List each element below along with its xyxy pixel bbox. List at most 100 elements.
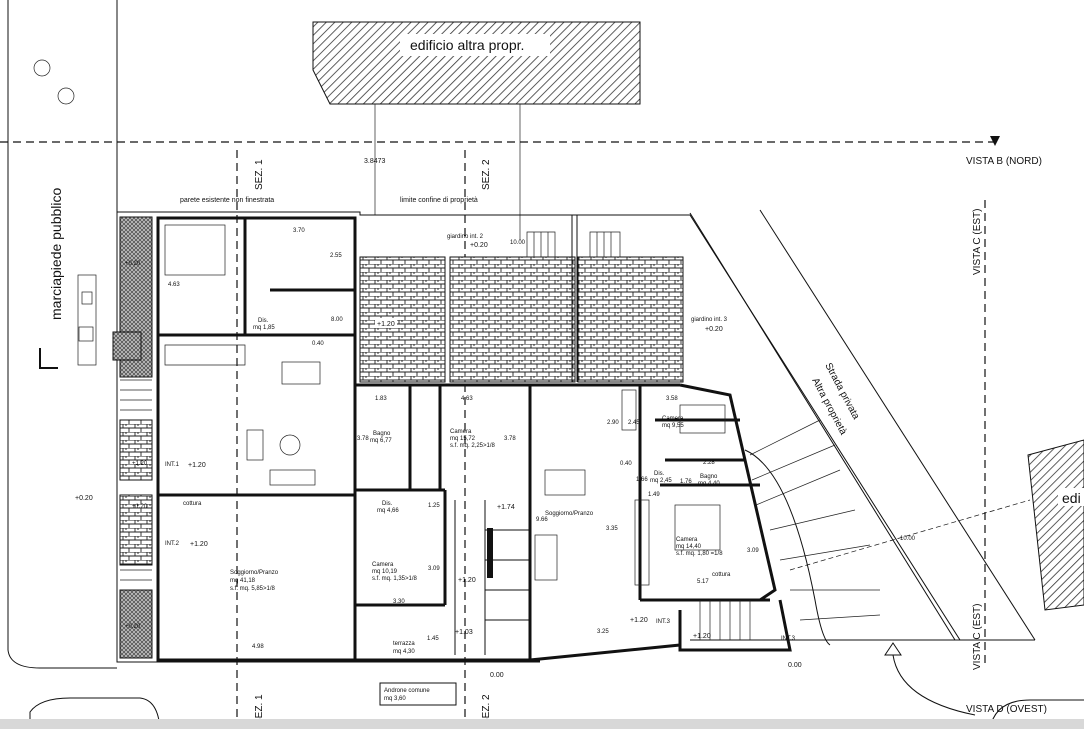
plan-label: Camera — [676, 537, 698, 543]
androne-label: Androne comune — [384, 688, 430, 694]
dimension-label: 10.00 — [510, 240, 526, 246]
plan-label: 2.55 — [330, 253, 342, 259]
plan-label: 1.83 — [375, 396, 387, 402]
section-2-label: SEZ. 2 — [481, 159, 492, 190]
plan-label: s.f. mq. 1,35>1/8 — [372, 576, 418, 582]
plan-label: 1.76 — [680, 479, 692, 485]
dimension-label: 10.00 — [900, 536, 916, 542]
plan-label: Camera — [372, 562, 394, 568]
view-east-label: VISTA C (EST) — [972, 604, 983, 671]
view-north-label: VISTA B (NORD) — [966, 156, 1042, 167]
plan-label: 4.63 — [461, 396, 473, 402]
plan-label: 2.90 — [607, 420, 619, 426]
plan-label: 0.40 — [312, 341, 324, 347]
arrow-icon — [990, 136, 1000, 146]
level-label: +1.20 — [377, 321, 395, 328]
level-label: +0.20 — [75, 495, 93, 502]
plan-label: +1.20 — [188, 462, 206, 469]
plan-label: Dis. — [258, 318, 269, 324]
level-label: +0.20 — [705, 326, 723, 333]
plan-label: 1.25 — [428, 503, 440, 509]
plan-label: mq 41,18 — [230, 578, 256, 584]
sidewalk: marciapiede pubblico +0.20 — [7, 0, 118, 669]
left-strip: +0.20 +0.20 +1.20 +1.20 — [112, 216, 153, 659]
entrance-int1: INT.1 — [165, 462, 180, 468]
plan-label: 4.63 — [168, 282, 180, 288]
plan-label: 3.25 — [597, 629, 609, 635]
plan-label: 2.28 — [703, 460, 715, 466]
plan-label: 3.09 — [747, 548, 759, 554]
plan-label: Bagno — [700, 474, 718, 480]
car-icon — [29, 697, 161, 729]
plan-label: mq 2,45 — [650, 478, 672, 484]
dimension-labels: 3.70 4.63 2.55 8.00 0.40 1.83 4.63 3.78 … — [168, 228, 759, 650]
plan-label: mq 9,55 — [662, 423, 684, 429]
plan-label: mq 15,72 — [450, 436, 476, 442]
room-labels: Dis. mq 1,85 Bagno mq 6,77 Camera mq 15,… — [183, 318, 731, 706]
entrance-int3: INT.3 — [656, 619, 671, 625]
plan-label: mq 1,85 — [253, 325, 275, 331]
plan-label: 1.45 — [427, 636, 439, 642]
plan-label: 3.78 — [504, 436, 516, 442]
right-building-label: edi — [1062, 490, 1081, 506]
plan-label: 1.66 — [636, 477, 648, 483]
garden-2-label: giardino int. 2 — [447, 234, 484, 240]
section-1-label: SEZ. 1 — [254, 159, 265, 190]
level-label: +1.20 — [132, 504, 148, 510]
plan-label: s.f. mq. 2,25>1/8 — [450, 443, 496, 449]
plan-label: Soggiorno/Pranzo — [230, 570, 279, 576]
plan-label: s.f. mq. 5,85>1/8 — [230, 586, 276, 592]
plan-label: mq 4,66 — [377, 508, 399, 514]
plan-label: terrazza — [393, 641, 415, 647]
plan-label: 3.35 — [606, 526, 618, 532]
plan-label: cottura — [183, 501, 202, 507]
entrance-int3: INT.3 — [781, 636, 796, 642]
view-east-label: VISTA C (EST) — [972, 209, 983, 276]
level-label: +0.20 — [125, 624, 141, 630]
plan-label: +1.20 — [693, 633, 711, 640]
plan-label: mq 6,77 — [370, 438, 392, 444]
neighbour-building-right: edi — [1027, 439, 1084, 611]
plan-label: +1.74 — [497, 504, 515, 511]
plan-label: 3.30 — [393, 599, 405, 605]
dimension-label: 3.8473 — [364, 158, 386, 165]
plan-label: mq 10,19 — [372, 569, 398, 575]
level-label: +0.20 — [125, 261, 141, 267]
plan-label: 3.78 — [357, 436, 369, 442]
plan-label: 8.00 — [331, 317, 343, 323]
plan-label: mq 3,60 — [384, 696, 406, 702]
boundary-note: limite confine di proprietà — [400, 197, 478, 204]
plan-label: 1.49 — [648, 492, 660, 498]
plan-label: Camera — [450, 429, 472, 435]
plan-label: cottura — [712, 572, 731, 578]
horizontal-scrollbar[interactable] — [0, 719, 1084, 729]
plan-label: 3.58 — [666, 396, 678, 402]
plan-label: mq 14,40 — [676, 544, 702, 550]
plan-label: 5.17 — [697, 579, 709, 585]
sidewalk-label: marciapiede pubblico — [48, 187, 64, 320]
plan-label: 3.70 — [293, 228, 305, 234]
plan-label: +1.20 — [458, 577, 476, 584]
plan-label: Soggiorno/Pranzo — [545, 511, 594, 517]
plan-label: 2.45 — [628, 420, 640, 426]
plan-label: mq 4,30 — [393, 649, 415, 655]
level-labels: INT.1 +1.20 INT.2 +1.20 +1.74 +1.20 +1.0… — [165, 462, 802, 679]
plan-label: +1.20 — [630, 617, 648, 624]
level-label: +1.20 — [132, 461, 148, 467]
plan-label: mq 4,40 — [698, 481, 720, 487]
wall-note: parete esistente non finestrata — [180, 197, 274, 204]
plan-label: Camera — [662, 416, 684, 422]
plan-label: Dis. — [654, 471, 665, 477]
plan-label: 0.00 — [490, 672, 504, 679]
plan-label: Dis. — [382, 501, 393, 507]
person-icon — [33, 59, 75, 105]
top-building-label: edificio altra propr. — [410, 37, 524, 53]
garden-3-label: giardino int. 3 — [691, 317, 728, 323]
entrance-int2: INT.2 — [165, 541, 180, 547]
gardens: +1.20 giardino int. 2 +0.20 10.00 giardi… — [359, 215, 728, 383]
site-boundary — [117, 211, 961, 641]
section-2-label: SEZ. 2 — [481, 694, 492, 725]
plan-label: 3.09 — [428, 566, 440, 572]
plan-label: +1.20 — [190, 541, 208, 548]
section-1-label: SEZ. 1 — [254, 694, 265, 725]
